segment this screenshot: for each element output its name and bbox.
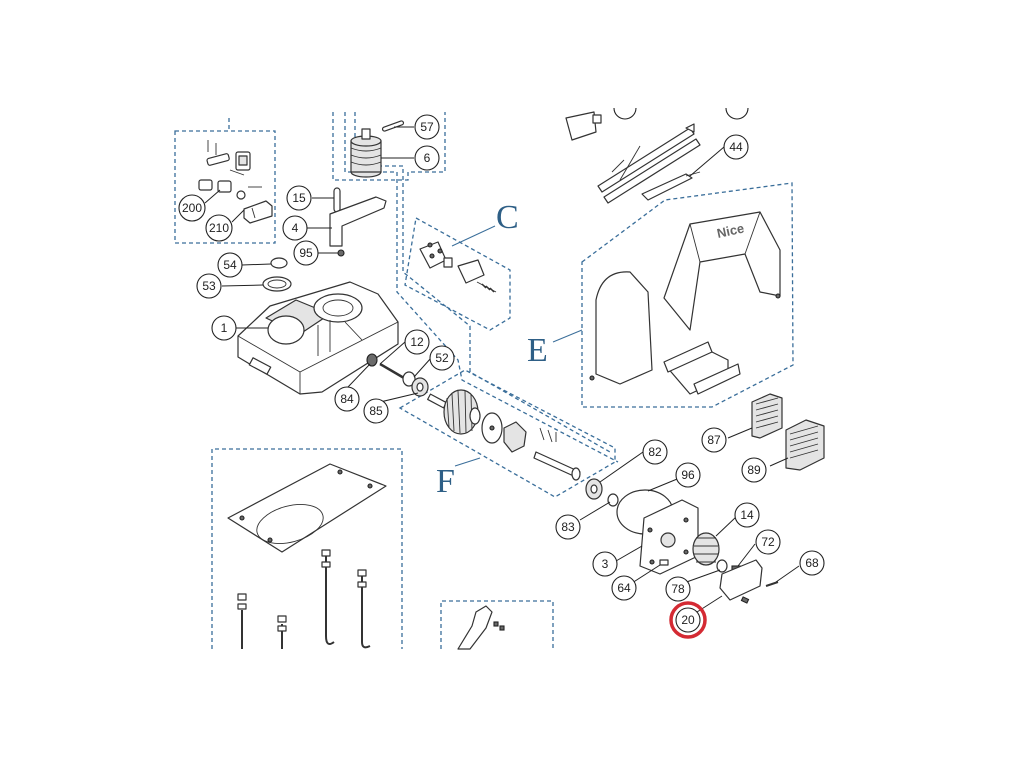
lever-4 [329, 196, 387, 247]
svg-text:54: 54 [223, 258, 237, 272]
group-box-base-plate [211, 448, 403, 649]
callout-54: 54 [217, 252, 243, 278]
svg-text:20: 20 [681, 613, 695, 627]
callout-64: 64 [611, 575, 637, 601]
callout-96: 96 [675, 462, 701, 488]
callout-89: 89 [741, 457, 767, 483]
pin-15 [333, 187, 341, 213]
callout-57: 57 [414, 114, 440, 140]
group-box-release [440, 600, 554, 649]
group-box-long-connector [344, 112, 619, 463]
group-c-leader [451, 225, 496, 247]
callout-83: 83 [555, 514, 581, 540]
callout-1: 1 [211, 315, 237, 341]
callout-6: 6 [414, 145, 440, 171]
nut-95 [337, 249, 345, 257]
svg-text:68: 68 [805, 556, 819, 570]
group-boxes [174, 112, 794, 649]
svg-text:85: 85 [369, 404, 383, 418]
svg-text:96: 96 [681, 468, 695, 482]
callout-210: 210 [205, 214, 233, 242]
svg-text:1: 1 [221, 321, 228, 335]
parts: Nice [198, 111, 825, 650]
svg-text:200: 200 [182, 201, 202, 215]
brand-mark: Nice [716, 221, 746, 241]
shaft-assembly [366, 353, 429, 397]
svg-text:84: 84 [340, 392, 354, 406]
svg-text:4: 4 [292, 221, 299, 235]
callout-200: 200 [178, 194, 206, 222]
brackets [751, 393, 825, 471]
callouts: 57 6 15 4 95 200 210 54 53 1 12 52 84 85… [178, 107, 825, 639]
release-key [457, 605, 505, 650]
svg-text:95: 95 [299, 246, 313, 260]
housing-1 [237, 281, 399, 395]
svg-text:14: 14 [740, 508, 754, 522]
svg-text:57: 57 [420, 120, 434, 134]
svg-text:44: 44 [729, 140, 743, 154]
svg-text:72: 72 [761, 535, 775, 549]
end-assembly [585, 478, 699, 575]
callout-20: 20 [675, 607, 701, 633]
callout-85: 85 [363, 398, 389, 424]
svg-text:87: 87 [707, 433, 721, 447]
group-f-leader [454, 457, 481, 467]
svg-text:53: 53 [202, 279, 216, 293]
group-box-accessories [174, 130, 276, 244]
callout-3: 3 [592, 551, 618, 577]
callout-12: 12 [404, 329, 430, 355]
group-letter-c: C [496, 199, 519, 236]
callout-cropped-top-2 [725, 107, 749, 120]
group-box-long-connector-2 [354, 112, 611, 453]
callout-52: 52 [429, 345, 455, 371]
highlight-ring-20 [669, 601, 707, 639]
callout-82: 82 [642, 439, 668, 465]
callout-cropped-top-1 [613, 107, 637, 120]
group-c-parts [419, 241, 497, 293]
callout-15: 15 [286, 185, 312, 211]
callout-53: 53 [196, 273, 222, 299]
output-assembly [692, 532, 779, 604]
ring-53 [262, 276, 292, 292]
group-e-leader [552, 329, 583, 343]
gear-worm [427, 389, 581, 481]
callout-4: 4 [282, 215, 308, 241]
group-box-f [398, 369, 616, 498]
callout-78: 78 [665, 576, 691, 602]
svg-text:15: 15 [292, 191, 306, 205]
group-box-top-center [332, 112, 446, 181]
top-right-parts [565, 111, 701, 204]
svg-text:6: 6 [424, 151, 431, 165]
anchor-bolts [237, 549, 371, 649]
svg-text:3: 3 [602, 557, 609, 571]
svg-text:12: 12 [410, 335, 424, 349]
callout-95: 95 [293, 240, 319, 266]
svg-text:83: 83 [561, 520, 575, 534]
accessory-parts [198, 140, 273, 224]
group-letter-e: E [527, 332, 548, 369]
callout-44: 44 [723, 134, 749, 160]
svg-text:89: 89 [747, 463, 761, 477]
svg-text:52: 52 [435, 351, 449, 365]
callout-87: 87 [701, 427, 727, 453]
ring-54 [270, 257, 288, 269]
callout-68: 68 [799, 550, 825, 576]
callout-14: 14 [734, 502, 760, 528]
svg-text:64: 64 [617, 581, 631, 595]
group-box-e [581, 182, 794, 408]
svg-text:210: 210 [209, 221, 229, 235]
spring-6 [350, 128, 382, 178]
svg-text:78: 78 [671, 582, 685, 596]
group-letters: C E F [436, 199, 583, 500]
pin-57 [381, 120, 405, 132]
group-e-cover: Nice [589, 211, 781, 395]
base-plate [227, 463, 387, 553]
callout-84: 84 [334, 386, 360, 412]
callout-72: 72 [755, 529, 781, 555]
svg-text:82: 82 [648, 445, 662, 459]
group-box-c [404, 216, 511, 331]
group-letter-f: F [436, 463, 455, 500]
